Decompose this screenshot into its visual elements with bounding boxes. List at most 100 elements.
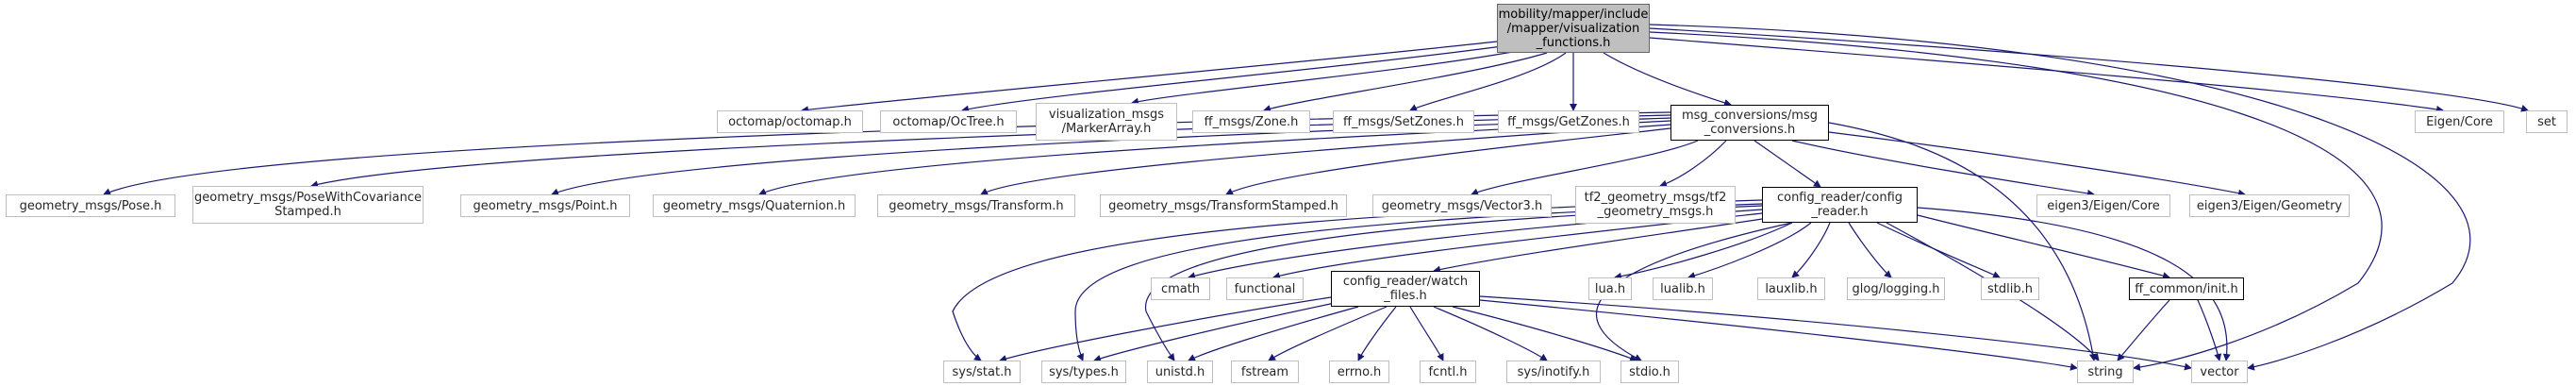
edge-watch-vector bbox=[1479, 295, 2192, 371]
node-label: eigen3/Eigen/Core bbox=[2047, 198, 2160, 213]
node-label: Eigen/Core bbox=[2426, 114, 2493, 129]
node-label: lauxlib.h bbox=[1765, 281, 1818, 296]
edge-root-octree bbox=[961, 44, 1510, 113]
edge-root-octomap bbox=[801, 41, 1498, 114]
node-label-line-2: _reader.h bbox=[1811, 205, 1869, 219]
node-label: geometry_msgs/TransformStamped.h bbox=[1108, 198, 1338, 213]
edge-cfg-systypes bbox=[1074, 203, 1763, 361]
edge-watch-unistd bbox=[1188, 306, 1359, 361]
node-label-line-1: config_reader/config bbox=[1776, 191, 1903, 205]
node-label-line-1: msg_conversions/msg bbox=[1682, 109, 1818, 123]
node-label-line-1: visualization_msgs bbox=[1048, 108, 1165, 122]
edge-cfg-glog bbox=[1848, 222, 1892, 278]
node-ff-msgs-zone-h: ff_msgs/Zone.h bbox=[1192, 110, 1310, 133]
edge-watch-sysstat bbox=[999, 296, 1332, 362]
node-geometry-msgs-quaternion-h: geometry_msgs/Quaternion.h bbox=[653, 194, 856, 217]
node-stdlib-h: stdlib.h bbox=[1981, 277, 2039, 300]
node-label-line-2: _conversions.h bbox=[1703, 123, 1796, 137]
node-label: ff_msgs/Zone.h bbox=[1204, 114, 1299, 129]
node-label: functional bbox=[1234, 281, 1296, 296]
node-label: sys/stat.h bbox=[952, 364, 1012, 379]
node-label: ff_common/init.h bbox=[2135, 281, 2238, 296]
node-label-line-3: _functions.h bbox=[1536, 35, 1611, 50]
node-label: fstream bbox=[1240, 364, 1289, 379]
node-sys-inotify-h: sys/inotify.h bbox=[1506, 361, 1601, 383]
node-label: octomap/OcTree.h bbox=[892, 114, 1005, 129]
node-label: errno.h bbox=[1337, 364, 1382, 379]
edge-msg-string bbox=[1828, 122, 2097, 361]
node-marker-array-h: visualization_msgs/MarkerArray.h bbox=[1036, 103, 1177, 141]
node-lualib-h: lualib.h bbox=[1653, 277, 1713, 300]
node-label-line-1: tf2_geometry_msgs/tf2 bbox=[1584, 191, 1727, 205]
edge-root-zone bbox=[1263, 52, 1548, 112]
edge-root-setzones bbox=[1409, 52, 1567, 111]
node-visualization-functions-h[interactable]: mobility/mapper/include /mapper/visualiz… bbox=[1497, 4, 1650, 53]
node-geometry-msgs-vector3-h: geometry_msgs/Vector3.h bbox=[1372, 194, 1552, 217]
node-cmath: cmath bbox=[1151, 277, 1210, 300]
edge-root-string bbox=[1649, 31, 2383, 372]
node-string: string bbox=[2077, 361, 2134, 383]
node-label: geometry_msgs/Transform.h bbox=[889, 198, 1064, 213]
node-msg-conversions-h[interactable]: msg_conversions/msg_conversions.h bbox=[1670, 105, 1829, 141]
edge-watch-stdio bbox=[1452, 306, 1637, 362]
node-label: ff_msgs/SetZones.h bbox=[1343, 114, 1464, 129]
node-tf2-geometry-msgs-h: tf2_geometry_msgs/tf2_geometry_msgs.h bbox=[1575, 186, 1736, 224]
node-label: set bbox=[2537, 114, 2556, 129]
node-label-line-2: _files.h bbox=[1384, 289, 1427, 303]
edge-cfg-lauxlib bbox=[1791, 222, 1831, 278]
node-label: octomap/octomap.h bbox=[728, 114, 852, 129]
node-ff-msgs-getzones-h: ff_msgs/GetZones.h bbox=[1498, 110, 1639, 133]
edge-msg-tstamped bbox=[1225, 127, 1671, 195]
node-label-line-2: /mapper/visualization bbox=[1506, 21, 1640, 36]
node-geometry-msgs-transform-h: geometry_msgs/Transform.h bbox=[877, 194, 1075, 217]
edge-cfg-watch bbox=[1433, 218, 1763, 274]
node-label: stdlib.h bbox=[1987, 281, 2033, 296]
node-octomap-octree-h: octomap/OcTree.h bbox=[880, 110, 1017, 133]
node-label: sys/types.h bbox=[1049, 364, 1119, 379]
node-label: glog/logging.h bbox=[1852, 281, 1940, 296]
edge-watch-fstream bbox=[1268, 306, 1388, 361]
node-label-line-1: config_reader/watch bbox=[1342, 275, 1469, 289]
node-label: geometry_msgs/Vector3.h bbox=[1381, 198, 1543, 213]
node-geometry-msgs-transformstamped-h: geometry_msgs/TransformStamped.h bbox=[1100, 194, 1347, 217]
node-sys-stat-h: sys/stat.h bbox=[943, 361, 1021, 383]
node-ff-common-init-h[interactable]: ff_common/init.h bbox=[2129, 277, 2244, 300]
node-fstream: fstream bbox=[1231, 361, 1299, 383]
node-label: string bbox=[2087, 364, 2123, 379]
node-stdio-h: stdio.h bbox=[1620, 361, 1679, 383]
node-watch-files-h[interactable]: config_reader/watch_files.h bbox=[1331, 271, 1480, 307]
node-fcntl-h: fcntl.h bbox=[1420, 361, 1476, 383]
node-config-reader-h[interactable]: config_reader/config_reader.h bbox=[1762, 187, 1918, 223]
edge-root-marker bbox=[1131, 48, 1529, 106]
node-sys-types-h: sys/types.h bbox=[1041, 361, 1126, 383]
node-label: eigen3/Eigen/Geometry bbox=[2196, 198, 2343, 213]
edge-cfg-vector bbox=[1917, 207, 2231, 361]
edge-msg-configreader bbox=[1753, 140, 1821, 188]
node-errno-h: errno.h bbox=[1329, 361, 1389, 383]
edge-watch-systypes bbox=[1093, 301, 1340, 362]
edge-msg-eigen3geo bbox=[1828, 131, 2246, 197]
node-label: geometry_msgs/Quaternion.h bbox=[662, 198, 846, 213]
edge-root-set bbox=[1649, 27, 2529, 112]
edge-msg-tf2 bbox=[1659, 140, 1727, 188]
edge-cfg-lualib bbox=[1687, 222, 1812, 279]
edge-root-vector bbox=[1649, 24, 2471, 371]
node-set: set bbox=[2526, 110, 2568, 133]
edge-watch-string bbox=[1479, 299, 2078, 371]
node-label-line-2: Stamped.h bbox=[274, 205, 341, 219]
edge-cfg-ffinit bbox=[1917, 214, 2170, 279]
node-unistd-h: unistd.h bbox=[1147, 361, 1213, 383]
node-label: ff_msgs/GetZones.h bbox=[1507, 114, 1630, 129]
edge-ffinit-vector bbox=[2197, 299, 2222, 361]
node-label-line-2: /MarkerArray.h bbox=[1061, 122, 1152, 136]
node-label: fcntl.h bbox=[1428, 364, 1468, 379]
node-label: geometry_msgs/Point.h bbox=[473, 198, 618, 213]
edge-watch-errno bbox=[1357, 306, 1397, 361]
node-lua-h: lua.h bbox=[1588, 277, 1632, 300]
node-label: cmath bbox=[1160, 281, 1201, 296]
node-label: sys/inotify.h bbox=[1517, 364, 1590, 379]
node-functional: functional bbox=[1226, 277, 1304, 300]
node-geometry-msgs-point-h: geometry_msgs/Point.h bbox=[460, 194, 630, 217]
edge-msg-vector3 bbox=[1471, 140, 1699, 196]
